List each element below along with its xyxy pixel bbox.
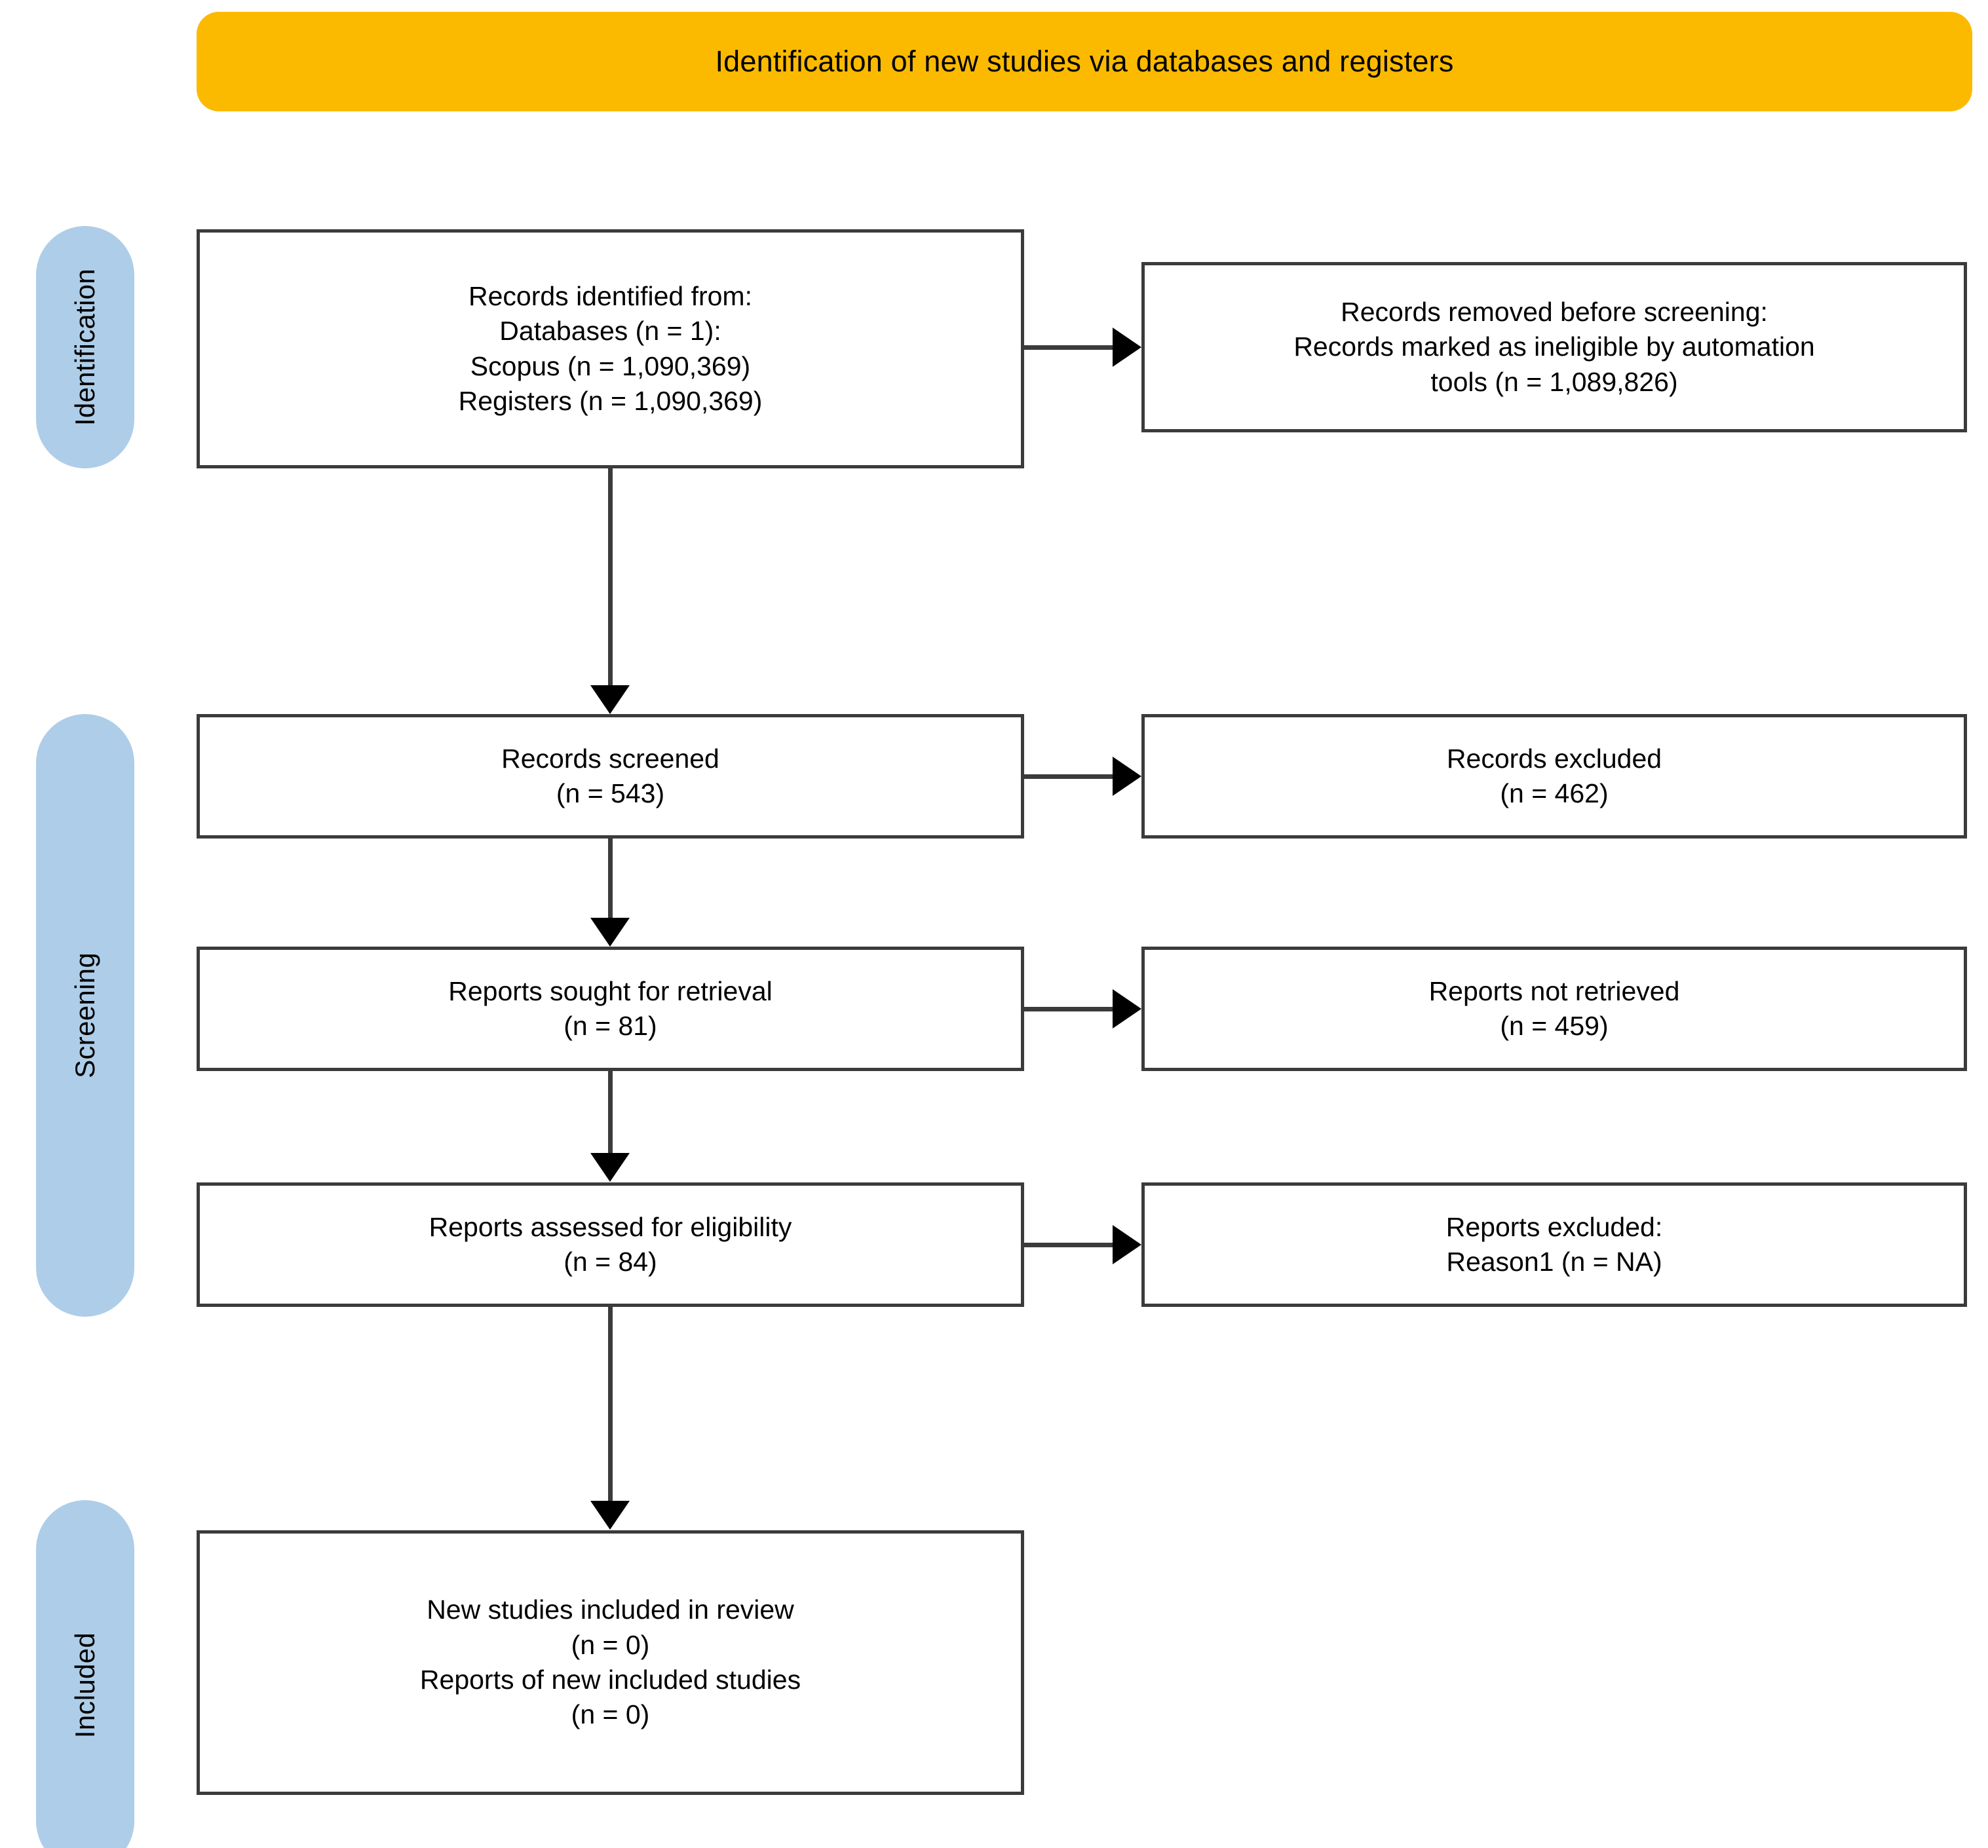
stage-label-screening: Screening — [36, 714, 134, 1317]
node-line: New studies included in review — [427, 1594, 794, 1625]
connector-sought-to-notretrieved — [1024, 1007, 1113, 1011]
stage-label-text: Included — [69, 1632, 100, 1739]
node-line: Reports of new included studies — [419, 1665, 801, 1695]
connector-sought-to-assessed — [608, 1071, 613, 1154]
arrowhead-down — [590, 1153, 630, 1182]
connector-identified-to-screened — [608, 468, 613, 686]
arrowhead-down — [590, 918, 630, 947]
node-line: Reason1 (n = NA) — [1446, 1247, 1662, 1277]
connector-screened-to-excluded — [1024, 774, 1113, 779]
arrowhead-right — [1113, 989, 1141, 1028]
stage-label-identification: Identification — [36, 226, 134, 468]
node-line: Reports assessed for eligibility — [429, 1211, 792, 1242]
arrowhead-down — [590, 1501, 630, 1530]
node-records-identified: Records identified from: Databases (n = … — [197, 229, 1024, 468]
node-line: (n = 0) — [571, 1699, 650, 1730]
node-reports-assessed: Reports assessed for eligibility (n = 84… — [197, 1182, 1024, 1307]
node-line: (n = 543) — [556, 778, 665, 808]
arrowhead-right — [1113, 757, 1141, 796]
arrowhead-right — [1113, 1225, 1141, 1264]
node-line: Records screened — [501, 743, 719, 774]
node-records-removed: Records removed before screening: Record… — [1141, 262, 1967, 432]
node-reports-sought: Reports sought for retrieval (n = 81) — [197, 947, 1024, 1071]
node-line: (n = 459) — [1500, 1011, 1609, 1041]
node-line: Scopus (n = 1,090,369) — [470, 350, 751, 381]
node-line: (n = 0) — [571, 1629, 650, 1660]
connector-screened-to-sought — [608, 839, 613, 918]
node-new-studies-included: New studies included in review (n = 0) R… — [197, 1530, 1024, 1795]
node-line: Databases (n = 1): — [499, 316, 721, 347]
stage-label-included: Included — [36, 1500, 134, 1848]
connector-assessed-to-repexcluded — [1024, 1243, 1113, 1247]
node-reports-not-retrieved: Reports not retrieved (n = 459) — [1141, 947, 1967, 1071]
node-line: (n = 81) — [564, 1011, 657, 1041]
arrowhead-down — [590, 685, 630, 714]
node-records-screened: Records screened (n = 543) — [197, 714, 1024, 839]
stage-label-text: Screening — [69, 952, 100, 1078]
node-records-excluded: Records excluded (n = 462) — [1141, 714, 1967, 839]
node-line: Reports sought for retrieval — [448, 975, 773, 1006]
node-line: (n = 84) — [564, 1247, 657, 1277]
stage-label-text: Identification — [69, 268, 100, 426]
node-line: Reports not retrieved — [1428, 975, 1680, 1006]
node-reports-excluded: Reports excluded: Reason1 (n = NA) — [1141, 1182, 1967, 1307]
node-line: (n = 462) — [1500, 778, 1609, 808]
arrowhead-right — [1113, 328, 1141, 367]
node-line: Registers (n = 1,090,369) — [458, 385, 763, 416]
node-line: Reports excluded: — [1445, 1211, 1663, 1242]
node-line: Records marked as ineligible by automati… — [1293, 331, 1815, 362]
connector-assessed-to-included — [608, 1307, 613, 1501]
connector-identified-to-removed — [1024, 345, 1113, 350]
node-line: Records identified from: — [468, 280, 752, 311]
node-line: Records excluded — [1446, 743, 1662, 774]
page-title: Identification of new studies via databa… — [715, 45, 1454, 78]
node-line: Records removed before screening: — [1341, 297, 1768, 328]
node-line: tools (n = 1,089,826) — [1430, 366, 1678, 397]
diagram-header-banner: Identification of new studies via databa… — [197, 12, 1972, 111]
